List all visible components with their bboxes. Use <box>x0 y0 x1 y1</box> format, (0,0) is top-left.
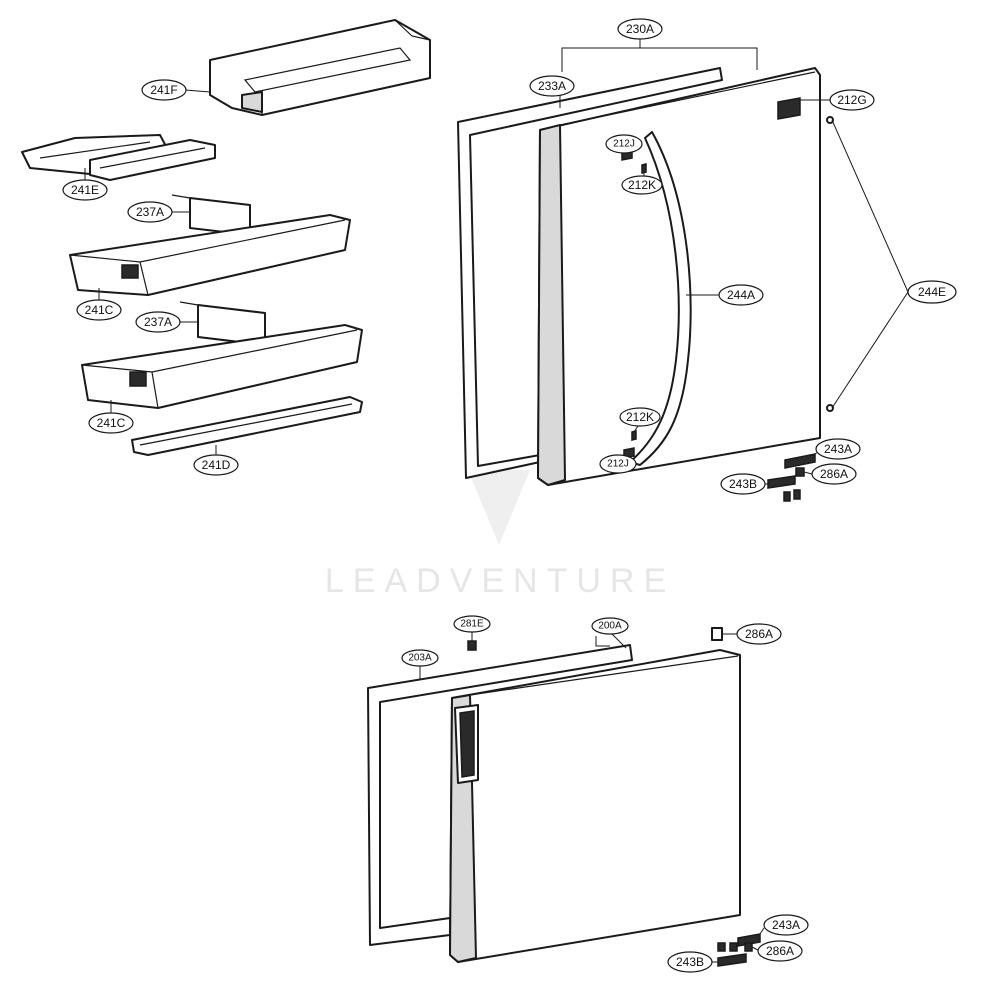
part-243B-hinge-top[interactable] <box>767 475 801 502</box>
part-203A-gasket[interactable] <box>367 644 633 946</box>
watermark-text: LEADVENTURE <box>325 562 675 600</box>
label-237A-bottom: 237A <box>144 315 172 329</box>
label-243A-bottom: 243A <box>772 918 800 932</box>
watermark-logo <box>468 470 530 545</box>
label-286A-bottom: 286A <box>766 944 794 958</box>
callout-212J-bottom: 212J <box>599 454 637 474</box>
label-237A-top: 237A <box>136 205 164 219</box>
label-241D: 241D <box>202 458 231 472</box>
callout-200A: 200A <box>591 617 629 635</box>
label-286A-freezer-top: 286A <box>745 627 773 641</box>
callout-237A-top: 237A <box>127 201 173 223</box>
part-243A-hinge-bottom[interactable] <box>737 933 761 947</box>
callout-241C-bottom: 241C <box>88 412 134 434</box>
label-241C-bottom: 241C <box>97 416 126 430</box>
callout-281E: 281E <box>453 615 491 633</box>
label-212J-top: 212J <box>613 139 635 150</box>
callout-212K-bottom: 212K <box>619 407 661 427</box>
callout-243B-top: 243B <box>720 473 766 495</box>
label-244E: 244E <box>918 285 946 299</box>
label-241E: 241E <box>71 183 99 197</box>
part-286A-bushing-top[interactable] <box>795 467 805 477</box>
part-200A-door[interactable] <box>449 649 741 963</box>
label-244A: 244A <box>727 288 755 302</box>
label-243B-bottom: 243B <box>676 955 704 969</box>
callout-237A-bottom: 237A <box>135 311 181 333</box>
freezer-handle-recess <box>454 704 479 784</box>
part-243B-hinge-bottom[interactable] <box>717 953 747 967</box>
label-212J-bottom: 212J <box>607 459 629 470</box>
callout-241C-top: 241C <box>76 299 122 321</box>
callout-244A: 244A <box>718 284 764 306</box>
label-212G: 212G <box>837 93 866 107</box>
label-286A-top: 286A <box>820 467 848 481</box>
part-244E-screws[interactable] <box>826 116 834 412</box>
label-243A-top: 243A <box>824 442 852 456</box>
callout-244E: 244E <box>907 280 957 304</box>
part-233A-gasket[interactable] <box>457 67 723 479</box>
label-203A: 203A <box>408 653 432 664</box>
callout-212G: 212G <box>829 89 875 111</box>
part-286A-bushing-freezer-top[interactable] <box>711 627 723 641</box>
part-241D-rail[interactable] <box>131 396 363 456</box>
part-212G-plate[interactable] <box>777 97 801 120</box>
callout-286A-top: 286A <box>811 463 857 485</box>
callout-230A: 230A <box>617 18 663 40</box>
part-212K-screw-top[interactable] <box>641 163 647 174</box>
callout-243A-top: 243A <box>815 438 861 460</box>
part-241E-tray[interactable] <box>21 134 216 181</box>
part-241F-bin[interactable] <box>209 19 431 116</box>
callout-233A: 233A <box>529 75 575 97</box>
callout-243A-bottom: 243A <box>763 914 809 936</box>
part-241C-bin-top[interactable] <box>69 214 351 296</box>
callout-212J-top: 212J <box>605 134 643 154</box>
label-243B-top: 243B <box>729 477 757 491</box>
label-281E: 281E <box>460 619 484 630</box>
label-230A: 230A <box>626 22 654 36</box>
watermark: LEADVENTURE <box>325 470 675 600</box>
label-212K-bottom: 212K <box>626 410 654 424</box>
callout-241D: 241D <box>193 454 239 476</box>
label-212K-top: 212K <box>628 178 656 192</box>
part-281E-stop[interactable] <box>467 640 477 651</box>
part-241C-bin-bottom[interactable] <box>81 324 363 409</box>
callout-212K-top: 212K <box>621 175 663 195</box>
label-200A: 200A <box>598 621 622 632</box>
label-233A: 233A <box>538 79 566 93</box>
callout-203A: 203A <box>401 649 439 667</box>
callout-286A-freezer-top: 286A <box>736 623 782 645</box>
callout-286A-bottom: 286A <box>757 940 803 962</box>
part-243A-hinge-top[interactable] <box>784 453 816 469</box>
callout-243B-bottom: 243B <box>667 951 713 973</box>
part-212K-screw-bottom[interactable] <box>631 430 637 441</box>
callout-241E: 241E <box>62 179 108 201</box>
part-286A-bushing-bottom[interactable] <box>717 942 753 952</box>
label-241F: 241F <box>150 83 177 97</box>
label-241C-top: 241C <box>85 303 114 317</box>
callout-241F: 241F <box>141 79 187 101</box>
leader-lines <box>84 38 909 963</box>
